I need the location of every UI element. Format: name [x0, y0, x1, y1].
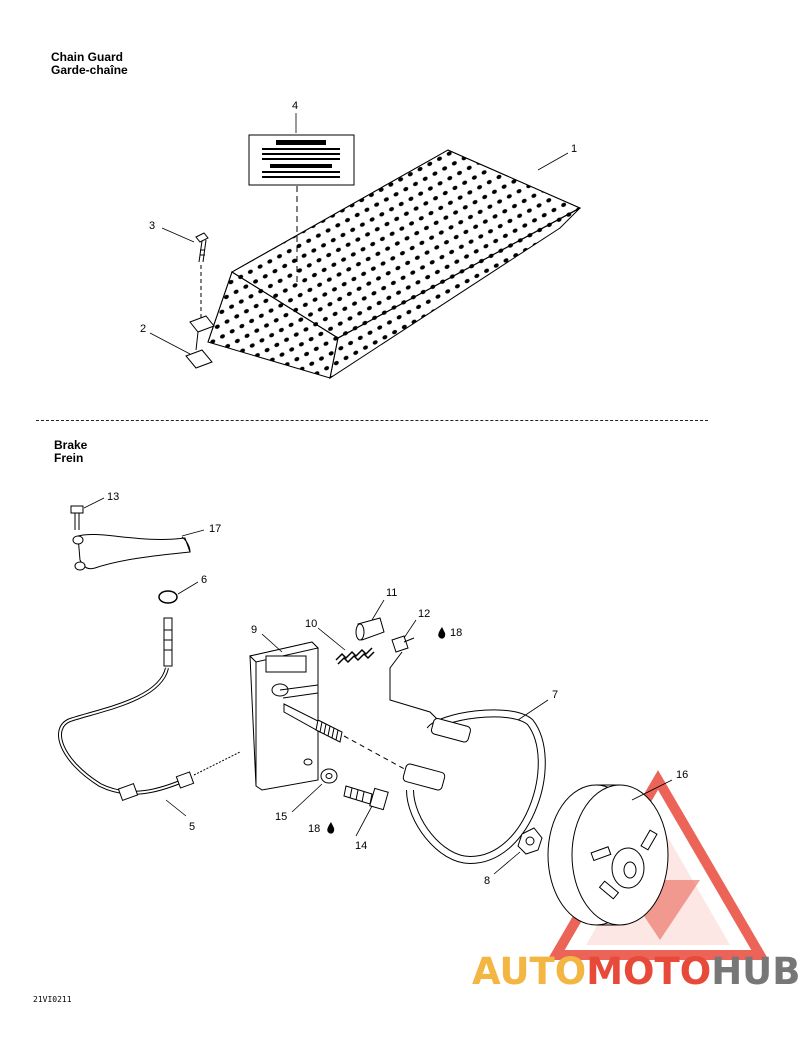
section-divider: [36, 420, 708, 421]
chain-guard-title-en: Chain Guard: [51, 50, 124, 64]
adjuster-rod: [283, 703, 411, 773]
chain-guard-part-1: [207, 149, 582, 380]
callout-8: 8: [484, 875, 491, 887]
leader-lines-chain-guard: [149, 113, 569, 355]
warning-label-part-4: [248, 134, 355, 285]
callout-9: 9: [251, 624, 258, 636]
callout-17: 17: [209, 523, 222, 535]
circlip-part-6: [158, 590, 178, 604]
brake-title-en: Brake: [54, 438, 88, 452]
watermark-hub: HUB: [711, 950, 800, 993]
brake-disc-part-16: [547, 784, 669, 926]
chain-guard-title-fr: Garde-chaîne: [51, 63, 128, 77]
callout-1: 1: [571, 143, 578, 155]
bolt-part-14: [343, 785, 389, 811]
brake-cable-part-5: [58, 617, 241, 802]
watermark-auto: AUTO: [472, 950, 587, 993]
callout-18-grease: 18: [450, 627, 463, 639]
screw-part-3: [195, 232, 209, 318]
callout-7: 7: [552, 689, 559, 701]
callout-3: 3: [149, 220, 156, 232]
pin-part-11: [355, 617, 385, 641]
callout-14: 14: [355, 840, 368, 852]
brake-title-fr: Frein: [54, 451, 84, 465]
drawing-code: 21VI0211: [33, 995, 72, 1004]
watermark-moto: MOTO: [586, 950, 712, 993]
drop-icon: [327, 627, 446, 834]
callout-6: 6: [201, 574, 208, 586]
callout-11: 11: [386, 587, 398, 599]
callout-10: 10: [305, 618, 318, 630]
callout-2: 2: [140, 323, 147, 335]
callout-16: 16: [676, 769, 689, 781]
clip-part-2: [185, 315, 215, 369]
callout-12: 12: [418, 608, 431, 620]
brake-title: Brake Frein: [54, 439, 87, 465]
grease-nipple-part-12: [389, 635, 441, 723]
callout-18-bolt: 18: [308, 823, 321, 835]
washer-part-15: [320, 768, 338, 784]
chain-guard-title: Chain Guard Garde-chaîne: [51, 51, 128, 77]
spring-part-10: [335, 647, 375, 665]
callout-13: 13: [107, 491, 120, 503]
brake-lever-part-17: [72, 533, 191, 571]
leader-lines-brake: [83, 497, 673, 875]
bolt-part-13: [70, 505, 84, 530]
callout-4: 4: [292, 100, 299, 112]
watermark: AUTOMOTOHUB: [472, 952, 800, 992]
brake-band-part-7: [402, 709, 546, 865]
callout-5: 5: [189, 821, 196, 833]
nut-part-8: [517, 827, 543, 855]
callout-15: 15: [275, 811, 288, 823]
brake-bracket-part-9: [249, 641, 319, 791]
